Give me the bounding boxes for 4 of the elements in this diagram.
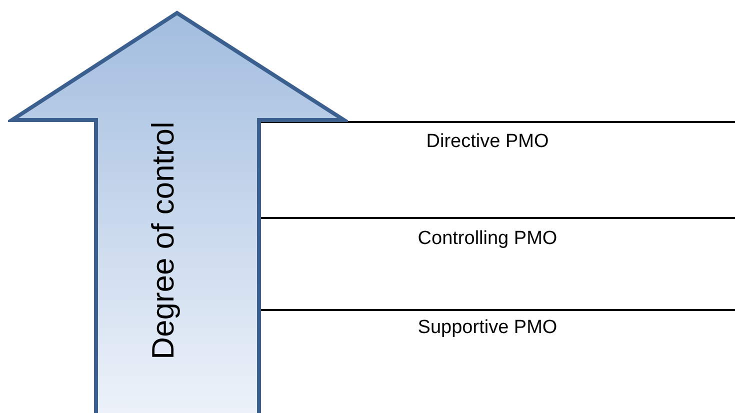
arrow-label: Degree of control — [148, 121, 178, 359]
level-label: Directive PMO — [426, 130, 549, 154]
level-label: Supportive PMO — [418, 316, 558, 340]
level-label: Controlling PMO — [418, 227, 558, 251]
